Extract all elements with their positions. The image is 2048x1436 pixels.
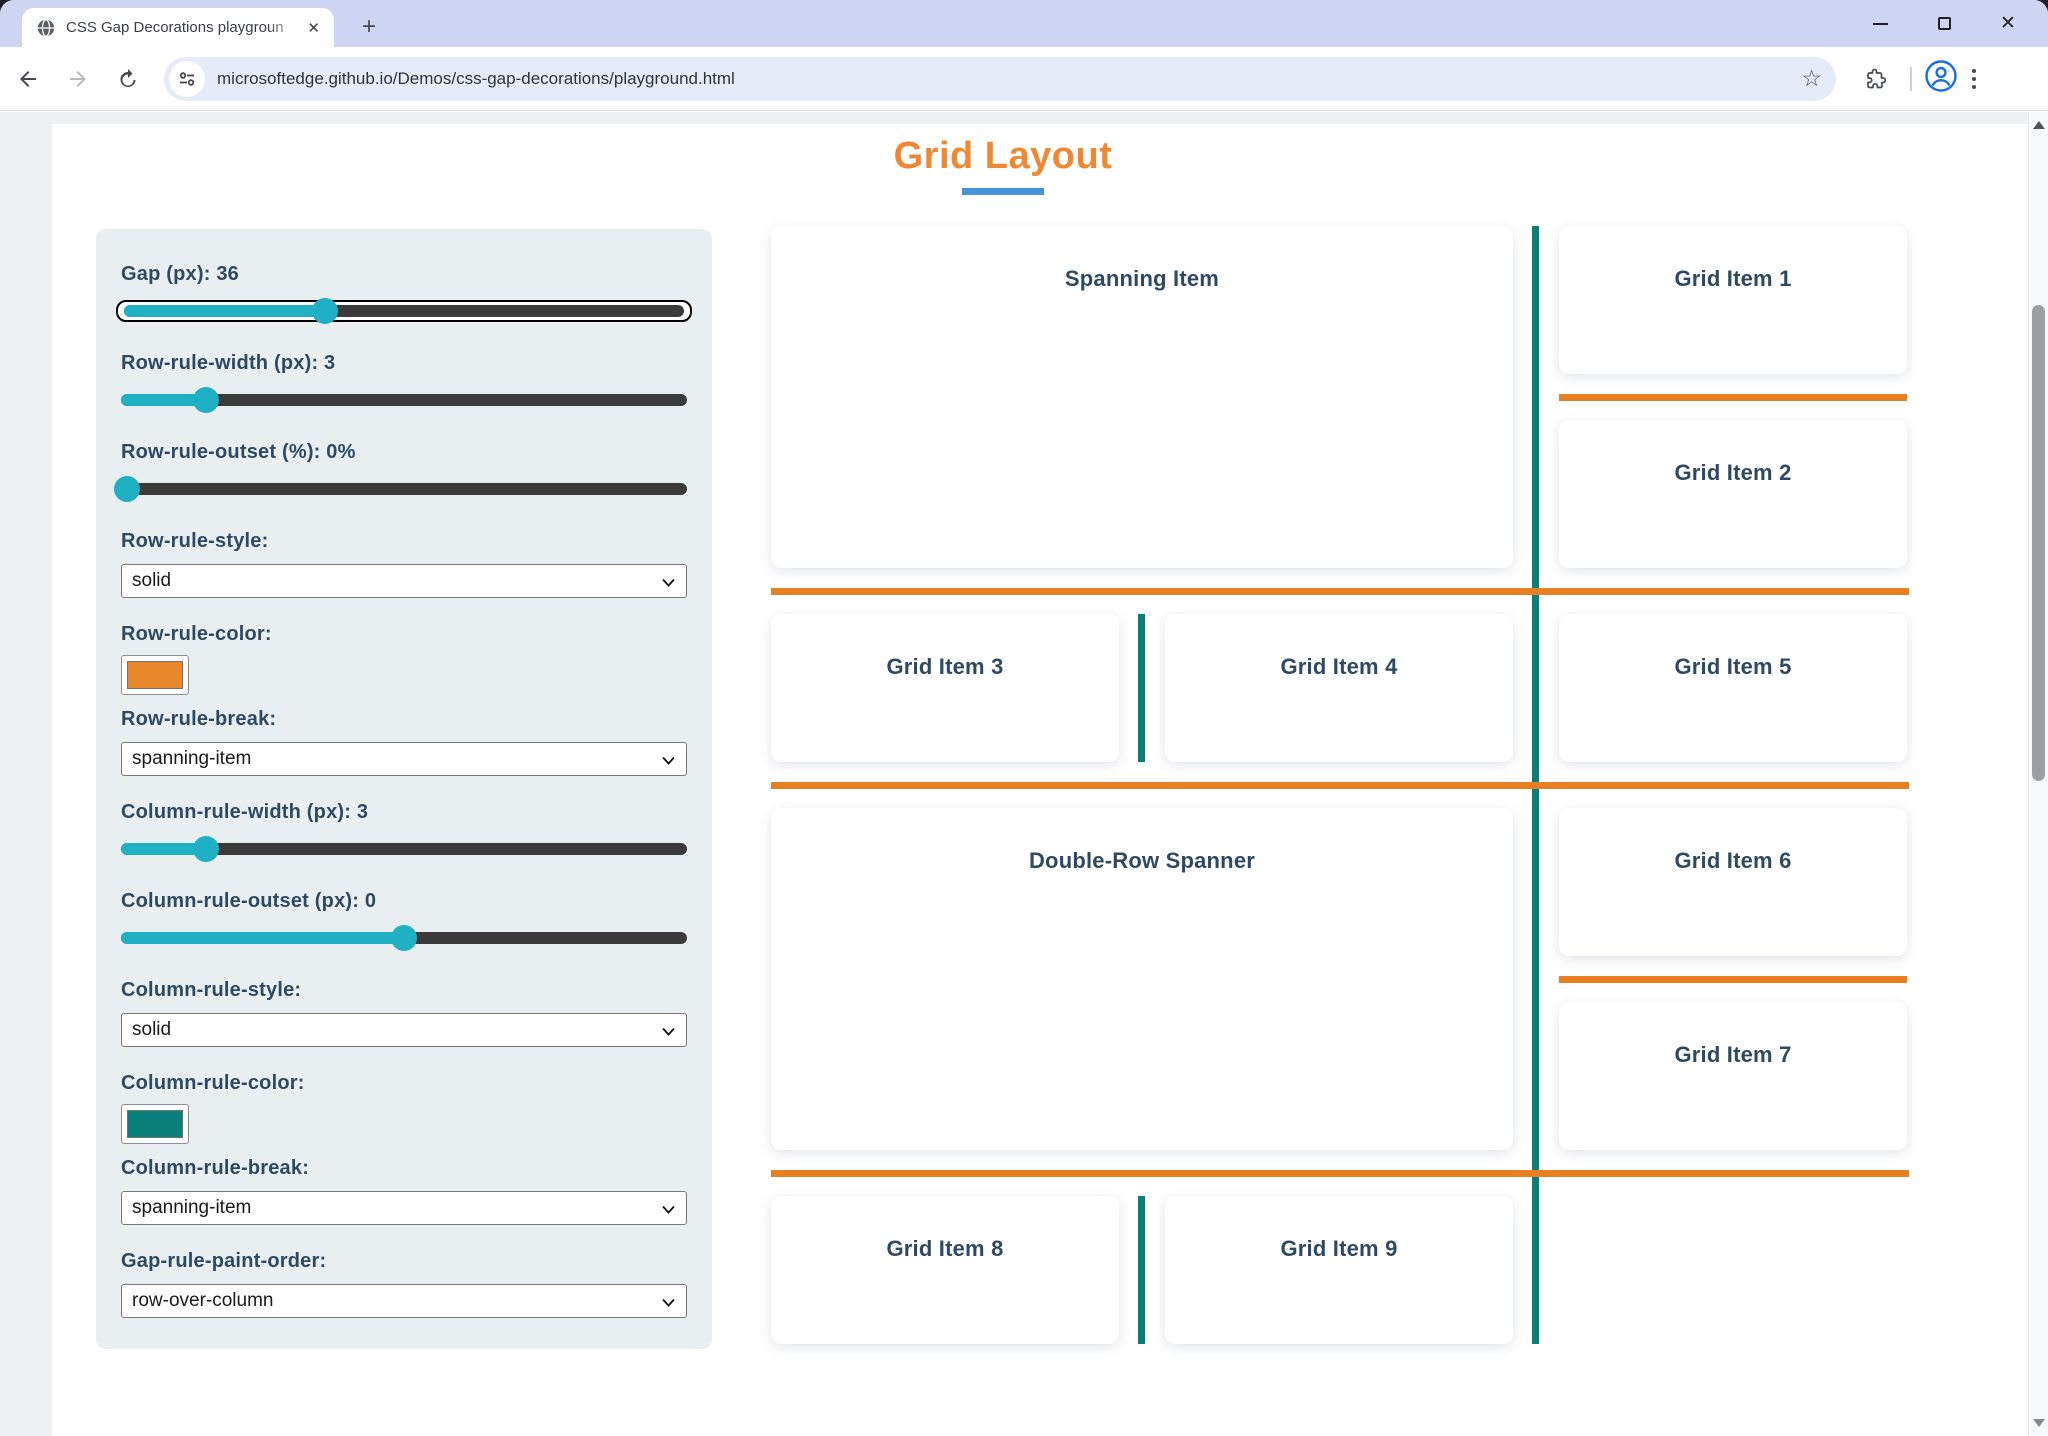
column-rule-style-select[interactable]: solid	[121, 1013, 687, 1047]
grid-item-5: Grid Item 5	[1559, 614, 1907, 762]
close-icon: ✕	[2000, 13, 2016, 34]
extensions-button[interactable]	[1854, 57, 1898, 101]
back-icon	[20, 70, 36, 87]
minimize-button[interactable]	[1848, 0, 1912, 47]
puzzle-icon	[1867, 68, 1887, 88]
page-viewport: Grid Layout Gap (px): 36 Row-rule-width …	[0, 112, 2048, 1436]
row-rule-outset-slider[interactable]	[113, 475, 687, 503]
grid-item-3: Grid Item 3	[771, 614, 1119, 762]
page-main: Grid Layout Gap (px): 36 Row-rule-width …	[52, 124, 2028, 1436]
scrollbar-thumb[interactable]	[2032, 305, 2045, 781]
browser-menu-button[interactable]	[1972, 68, 1976, 89]
row-rule	[1559, 976, 1907, 983]
chevron-down-icon	[662, 756, 675, 765]
row-rule	[771, 588, 1909, 595]
column-rule-color-picker[interactable]	[121, 1104, 189, 1144]
row-rule-color-label: Row-rule-color:	[121, 623, 272, 645]
slider-thumb[interactable]	[391, 925, 417, 951]
tab-strip: CSS Gap Decorations playgroun ✕ + ✕	[0, 0, 2048, 47]
scrollbar-up-arrow-icon[interactable]	[2033, 121, 2045, 129]
grid-item-2: Grid Item 2	[1559, 420, 1907, 568]
row-rule-break-label: Row-rule-break:	[121, 708, 277, 730]
profile-avatar-icon	[1925, 60, 1957, 92]
minimize-icon	[1872, 22, 1888, 25]
back-button[interactable]	[6, 57, 50, 101]
row-rule-width-slider[interactable]	[121, 386, 687, 414]
column-rule-break-label: Column-rule-break:	[121, 1157, 310, 1179]
row-rule-style-select[interactable]: solid	[121, 564, 687, 598]
gap-rule-paint-order-select[interactable]: row-over-column	[121, 1284, 687, 1318]
row-rule-outset-label: Row-rule-outset (%): 0%	[121, 441, 356, 463]
row-rule	[771, 782, 1909, 789]
address-bar[interactable]: microsoftedge.github.io/Demos/css-gap-de…	[164, 56, 1836, 101]
chevron-down-icon	[662, 1027, 675, 1036]
tab-close-icon[interactable]: ✕	[307, 19, 320, 37]
chevron-down-icon	[662, 578, 675, 587]
tab-title: CSS Gap Decorations playgroun	[66, 19, 284, 36]
forward-icon	[70, 70, 86, 87]
chevron-down-icon	[662, 1298, 675, 1307]
column-rule-outset-slider[interactable]	[121, 924, 687, 952]
row-rule	[1559, 394, 1907, 401]
controls-panel: Gap (px): 36 Row-rule-width (px): 3	[96, 229, 712, 1349]
grid-demo: Spanning Item Grid Item 1 Grid Item 2 Gr…	[771, 226, 1910, 1346]
row-rule-color-picker[interactable]	[121, 655, 189, 695]
toolbar-right	[1848, 57, 1994, 101]
grid-item-1: Grid Item 1	[1559, 226, 1907, 374]
grid-item-6: Grid Item 6	[1559, 808, 1907, 956]
globe-favicon-icon	[37, 18, 55, 37]
column-rule	[1138, 614, 1145, 762]
title-underline	[962, 188, 1044, 195]
window-controls: ✕	[1848, 0, 2040, 47]
reload-button[interactable]	[106, 57, 150, 101]
row-rule-break-select[interactable]: spanning-item	[121, 742, 687, 776]
page-title: Grid Layout	[893, 135, 1113, 177]
grid-item-8: Grid Item 8	[771, 1196, 1119, 1344]
column-rule-color-label: Column-rule-color:	[121, 1072, 305, 1094]
chevron-down-icon	[662, 1205, 675, 1214]
slider-thumb[interactable]	[311, 298, 338, 324]
slider-thumb[interactable]	[192, 836, 219, 862]
column-rule-style-label: Column-rule-style:	[121, 979, 302, 1001]
gap-rule-paint-order-label: Gap-rule-paint-order:	[121, 1250, 327, 1272]
grid-item-9: Grid Item 9	[1165, 1196, 1513, 1344]
gap-label: Gap (px): 36	[121, 263, 239, 285]
maximize-icon	[1937, 17, 1951, 30]
browser-tab[interactable]: CSS Gap Decorations playgroun ✕	[22, 8, 334, 47]
gap-slider[interactable]	[116, 297, 692, 325]
row-rule-width-label: Row-rule-width (px): 3	[121, 352, 336, 374]
column-rule-outset-label: Column-rule-outset (px): 0	[121, 890, 377, 912]
page-scrollbar[interactable]	[2028, 112, 2048, 1436]
grid-item-7: Grid Item 7	[1559, 1002, 1907, 1150]
row-rule-style-label: Row-rule-style:	[121, 530, 269, 552]
maximize-button[interactable]	[1912, 0, 1976, 47]
grid-item-4: Grid Item 4	[1165, 614, 1513, 762]
slider-thumb[interactable]	[192, 387, 219, 413]
column-rule-break-select[interactable]: spanning-item	[121, 1191, 687, 1225]
grid-item-double-row-spanner: Double-Row Spanner	[771, 808, 1513, 1150]
new-tab-button[interactable]: +	[361, 13, 376, 40]
column-rule-width-label: Column-rule-width (px): 3	[121, 801, 369, 823]
browser-toolbar: microsoftedge.github.io/Demos/css-gap-de…	[0, 47, 2048, 111]
site-settings-chip[interactable]	[169, 60, 205, 97]
close-button[interactable]: ✕	[1976, 0, 2040, 47]
scrollbar-down-arrow-icon[interactable]	[2033, 1419, 2045, 1427]
row-rule	[771, 1170, 1909, 1177]
forward-button[interactable]	[56, 57, 100, 101]
url-text[interactable]: microsoftedge.github.io/Demos/css-gap-de…	[217, 68, 735, 88]
column-rule	[1138, 1196, 1145, 1344]
grid-item-spanning: Spanning Item	[771, 226, 1513, 568]
column-rule-width-slider[interactable]	[121, 835, 687, 863]
bookmark-star-icon[interactable]: ☆	[1801, 65, 1822, 91]
tune-icon	[179, 71, 195, 86]
slider-thumb[interactable]	[113, 476, 140, 502]
profile-button[interactable]	[1924, 59, 1958, 98]
toolbar-divider	[1910, 66, 1912, 91]
reload-icon	[120, 68, 136, 87]
